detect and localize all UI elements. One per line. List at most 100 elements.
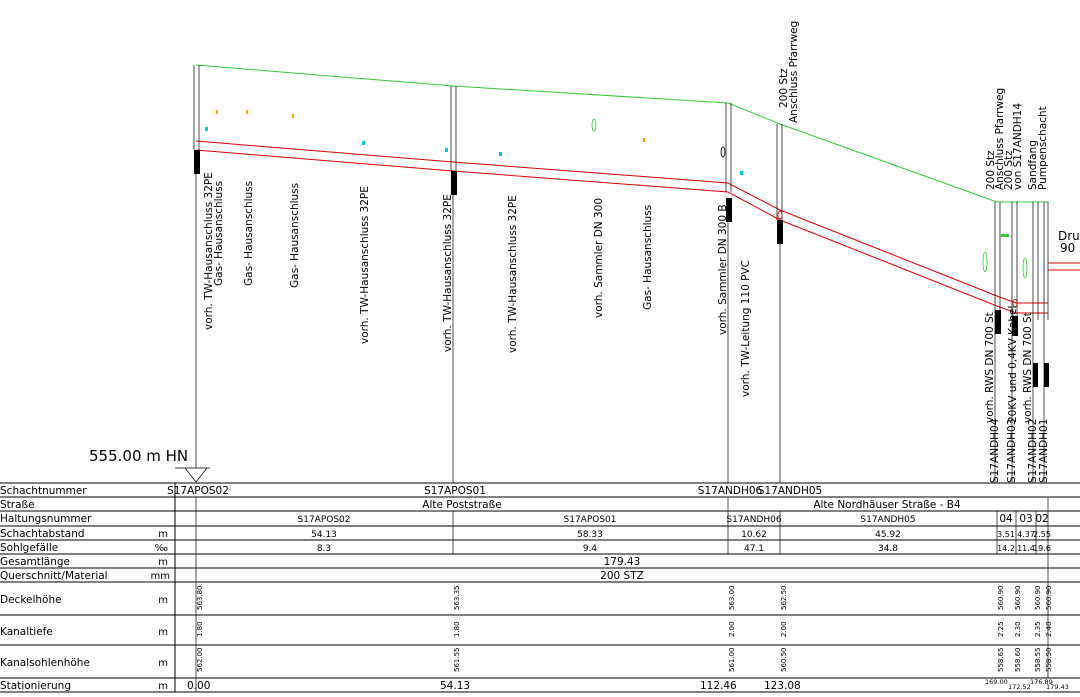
svg-text:10.62: 10.62 [741, 530, 767, 540]
annotation-druck: Druc 90 [1058, 229, 1080, 255]
svg-text:176.89: 176.89 [1030, 678, 1053, 686]
svg-text:m: m [158, 681, 168, 692]
svg-text:S17APOS02: S17APOS02 [298, 515, 351, 525]
svg-text:563.00: 563.00 [728, 586, 736, 611]
svg-text:179.43: 179.43 [604, 556, 641, 568]
svg-text:8.3: 8.3 [317, 544, 331, 554]
row-sohlgefaelle: 8.3 9.4 47.1 34.8 14.2 11.4 19.6 [317, 544, 1051, 554]
svg-text:1.80: 1.80 [196, 621, 204, 637]
svg-text:90: 90 [1060, 241, 1075, 255]
svg-text:45.92: 45.92 [875, 530, 901, 540]
svg-text:562.50: 562.50 [780, 586, 788, 611]
manhole-s17andh06 [725, 103, 732, 483]
svg-text:Anschluss Pfarrweg: Anschluss Pfarrweg [994, 88, 1006, 190]
svg-text:Druc: Druc [1058, 229, 1080, 243]
svg-text:S17ANDH06: S17ANDH06 [698, 485, 763, 497]
rowlabel-strasse: Straße [0, 499, 35, 511]
row-units: m ‰ m mm m m m m [151, 529, 170, 692]
vlabel-11: vorh. RWS DN 700 St [984, 312, 996, 423]
vlabel-4: vorh. TW-Hausanschluss 32PE [359, 186, 371, 344]
svg-text:von S17ANDH14: von S17ANDH14 [1012, 103, 1024, 190]
annotation-sandfang: Sandfang Pumpenschacht [1027, 106, 1049, 190]
svg-text:34.8: 34.8 [878, 544, 898, 554]
svg-text:112.46: 112.46 [700, 680, 737, 692]
profile-area: 555.00 m HN 200 Stz Anschluss Pfarrweg 2… [89, 21, 1080, 483]
svg-text:558.60: 558.60 [1014, 648, 1022, 673]
svg-text:561.00: 561.00 [728, 648, 736, 673]
data-table: Schachtnummer Straße Haltungsnummer Scha… [0, 482, 1080, 693]
svg-text:S17APOS01: S17APOS01 [424, 485, 486, 497]
svg-text:Pumpenschacht: Pumpenschacht [1037, 106, 1049, 190]
manholes-s17andh04-01 [982, 202, 1049, 483]
svg-text:562.00: 562.00 [196, 648, 204, 673]
manhole-s17apos02 [193, 65, 200, 468]
svg-text:9.4: 9.4 [583, 544, 598, 554]
vlabel-6: vorh. TW-Hausanschluss 32PE [507, 195, 519, 353]
svg-text:Alte Poststraße: Alte Poststraße [422, 499, 501, 511]
svg-text:Anschluss Pfarrweg: Anschluss Pfarrweg [788, 21, 800, 123]
row-gesamt: 179.43 200 STZ [600, 556, 644, 582]
vlabel-1a: vorh. TW-Hausanschluss 32PE [203, 172, 215, 330]
svg-text:560.90: 560.90 [1045, 586, 1053, 611]
rowlabel-kanalsohlenhoehe: Kanalsohlenhöhe [0, 657, 90, 669]
svg-text:S17APOS01: S17APOS01 [564, 515, 617, 525]
svg-text:54.13: 54.13 [440, 680, 470, 692]
svg-text:02: 02 [1035, 513, 1048, 525]
vlabel-13: vorh. RWS DN 700 St [1022, 312, 1034, 423]
rowlabel-kanaltiefe: Kanaltiefe [0, 626, 53, 638]
svg-text:2.55: 2.55 [1033, 530, 1051, 539]
annotation-pfarrweg-2: 200 Stz Anschluss Pfarrweg 200 Stz von S… [985, 88, 1024, 190]
svg-text:560.90: 560.90 [997, 586, 1005, 611]
manhole-s17andh05 [776, 124, 783, 483]
datum-label: 555.00 m HN [89, 447, 188, 465]
svg-text:03: 03 [1019, 513, 1032, 525]
svg-text:0.00: 0.00 [187, 680, 210, 692]
svg-text:561.55: 561.55 [453, 648, 461, 673]
ground-line [195, 64, 1048, 203]
svg-text:558.55: 558.55 [1034, 648, 1042, 673]
row-schachtnummer: S17APOS02 S17APOS01 S17ANDH06 S17ANDH05 [167, 485, 822, 497]
vlabel-7: vorh. Sammler DN 300 [593, 198, 605, 318]
svg-text:2.40: 2.40 [1045, 621, 1053, 637]
svg-text:563.35: 563.35 [453, 586, 461, 611]
svg-text:179.43: 179.43 [1046, 683, 1069, 691]
rowlabel-gesamtlaenge: Gesamtlänge [0, 556, 70, 568]
svg-text:04: 04 [999, 513, 1013, 525]
vlabel-9: vorh. Sammler DN 300 B [717, 204, 729, 335]
rowlabel-deckelhoehe: Deckelhöhe [0, 594, 62, 606]
svg-text:2.30: 2.30 [1014, 621, 1022, 637]
svg-text:Alte Nordhäuser Straße - B4: Alte Nordhäuser Straße - B4 [813, 499, 961, 511]
svg-text:m: m [158, 595, 168, 606]
svg-text:558.65: 558.65 [997, 648, 1005, 673]
row-kanaltiefe: 1.80 1.80 2.00 2.00 2.25 2.30 2.35 2.40 [196, 621, 1053, 637]
svg-text:S17ANDH05: S17ANDH05 [758, 485, 822, 497]
svg-text:2.00: 2.00 [728, 621, 736, 637]
rowlabel-sohlgefaelle: Sohlgefälle [0, 542, 58, 554]
row-strasse: Alte Poststraße Alte Nordhäuser Straße -… [422, 499, 961, 511]
svg-text:mm: mm [151, 571, 170, 582]
svg-text:560.50: 560.50 [780, 648, 788, 673]
svg-text:58.33: 58.33 [577, 530, 603, 540]
vlabel-5: vorh. TW-Hausanschluss 32PE [442, 194, 454, 352]
svg-text:m: m [158, 529, 168, 540]
rowlabel-schachtabstand: Schachtabstand [0, 528, 85, 540]
svg-text:54.13: 54.13 [311, 530, 337, 540]
row-deckelhoehe: 563.80 563.35 563.00 562.50 560.90 560.9… [196, 586, 1053, 611]
svg-text:123.08: 123.08 [764, 680, 801, 692]
svg-text:S17ANDH03: S17ANDH03 [1006, 419, 1018, 483]
vlabel-8: Gas- Hausanschluss [642, 205, 654, 310]
svg-text:S17ANDH04: S17ANDH04 [989, 418, 1001, 483]
sewer-pipe-top [195, 140, 1048, 304]
svg-text:2.00: 2.00 [780, 621, 788, 637]
svg-text:200 Stz: 200 Stz [985, 150, 997, 190]
svg-text:m: m [158, 557, 168, 568]
svg-text:563.80: 563.80 [196, 586, 204, 611]
svg-text:558.50: 558.50 [1045, 648, 1053, 673]
vlabel-1b: Gas- Hausanschluss [213, 181, 225, 286]
svg-text:S17ANDH01: S17ANDH01 [1038, 419, 1050, 483]
manhole-s17apos01 [450, 86, 457, 483]
svg-text:47.1: 47.1 [744, 544, 764, 554]
svg-text:200 STZ: 200 STZ [600, 570, 644, 582]
rowlabel-haltungsnummer: Haltungsnummer [0, 513, 92, 525]
